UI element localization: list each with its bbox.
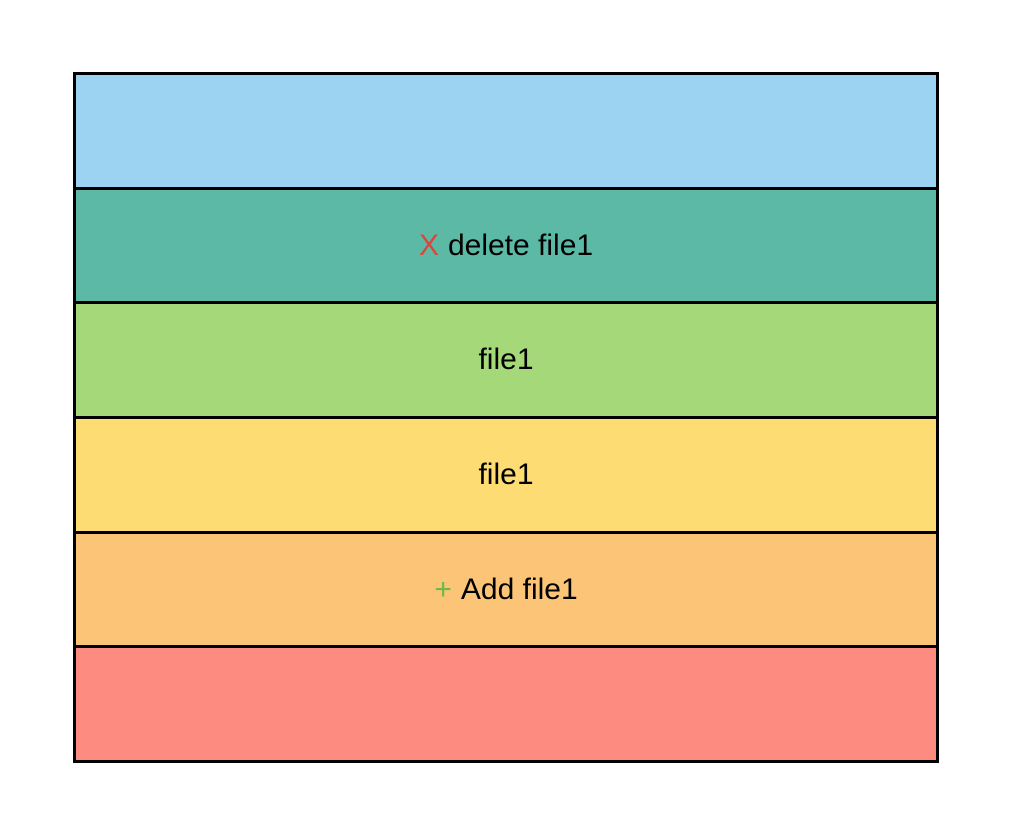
band-top-empty xyxy=(76,75,936,187)
band-file-a: file1 xyxy=(76,301,936,417)
file-label-a: file1 xyxy=(478,343,534,377)
band-bottom-empty xyxy=(76,645,936,761)
add-file-label: Add file1 xyxy=(460,572,578,606)
plus-icon: + xyxy=(434,572,452,606)
band-delete-file: X delete file1 xyxy=(76,186,936,302)
band-file-b: file1 xyxy=(76,416,936,531)
file-label-b: file1 xyxy=(478,457,534,491)
close-icon: X xyxy=(418,228,439,262)
band-add-file: + Add file1 xyxy=(76,530,936,646)
delete-file-label: delete file1 xyxy=(447,228,594,262)
layer-stack: X delete file1 file1 file1 + Add file1 xyxy=(73,72,939,763)
